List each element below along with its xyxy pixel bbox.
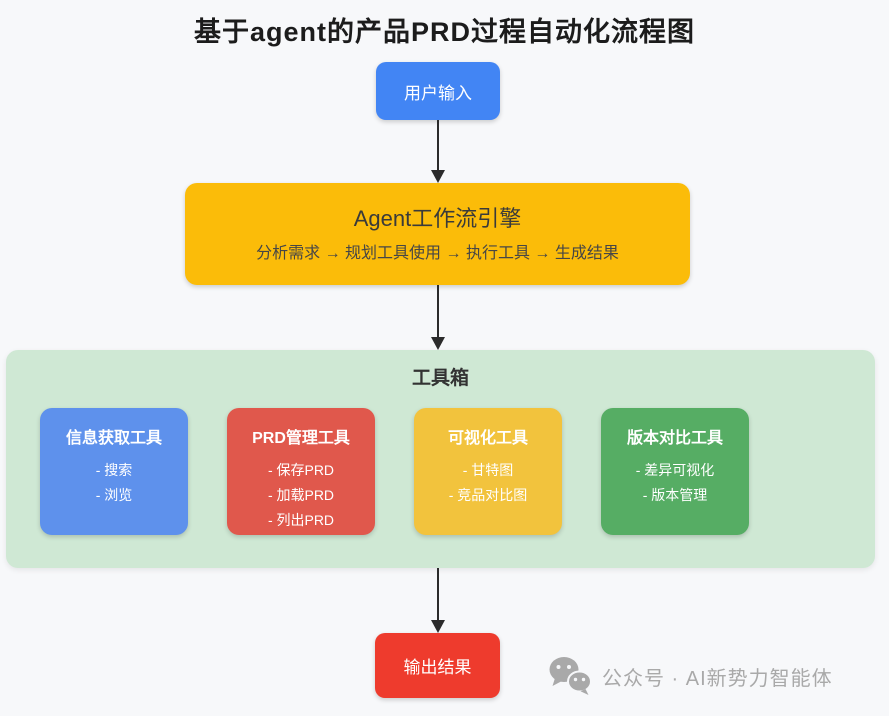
tool-items: - 甘特图 - 竞品对比图 (414, 458, 562, 508)
node-output-result-label: 输出结果 (403, 658, 472, 677)
arrow-line (437, 568, 439, 621)
toolbox-tools-row: 信息获取工具 - 搜索 - 浏览 PRD管理工具 - 保存PRD - 加载PRD… (40, 408, 749, 535)
tool-item: - 浏览 (95, 487, 133, 503)
tool-items: - 差异可视化 - 版本管理 (601, 458, 749, 508)
arrow-input-to-engine (431, 120, 445, 183)
wechat-icon (549, 657, 592, 695)
node-output-result: 输出结果 (375, 633, 500, 698)
page-title: 基于agent的产品PRD过程自动化流程图 (193, 17, 695, 47)
tool-item: - 加载PRD (267, 487, 335, 503)
arrow-head-icon (431, 170, 445, 183)
node-agent-engine: Agent工作流引擎 分析需求 → 规划工具使用 → 执行工具 → 生成结果 (185, 183, 690, 285)
tool-info-retrieval: 信息获取工具 - 搜索 - 浏览 (40, 408, 188, 535)
node-user-input-label: 用户输入 (404, 83, 472, 103)
tool-title: 可视化工具 (447, 430, 528, 447)
engine-subtitle: 分析需求 → 规划工具使用 → 执行工具 → 生成结果 (256, 245, 619, 262)
engine-title: Agent工作流引擎 (353, 206, 522, 231)
arrow-line (437, 120, 439, 171)
node-user-input: 用户输入 (376, 62, 500, 120)
tool-title: 版本对比工具 (626, 430, 723, 447)
arrow-head-icon (431, 620, 445, 633)
tool-item: - 搜索 (95, 462, 133, 478)
tool-item: - 保存PRD (267, 462, 335, 478)
tool-item: - 版本管理 (642, 487, 708, 503)
tool-item: - 列出PRD (267, 512, 335, 528)
tool-items: - 保存PRD - 加载PRD - 列出PRD (227, 458, 375, 533)
tool-item: - 差异可视化 (635, 462, 715, 478)
tool-visualization: 可视化工具 - 甘特图 - 竞品对比图 (414, 408, 562, 535)
tool-title: PRD管理工具 (252, 430, 350, 447)
arrow-toolbox-to-output (431, 568, 445, 633)
arrow-engine-to-toolbox (431, 285, 445, 350)
toolbox-title: 工具箱 (411, 368, 469, 389)
watermark: 公众号 · AI新势力智能体 (548, 656, 833, 696)
watermark-text: 公众号 · AI新势力智能体 (602, 667, 833, 690)
tool-item: - 竞品对比图 (448, 487, 528, 503)
arrow-line (437, 285, 439, 338)
tool-items: - 搜索 - 浏览 (40, 458, 188, 508)
arrow-head-icon (431, 337, 445, 350)
tool-prd-management: PRD管理工具 - 保存PRD - 加载PRD - 列出PRD (227, 408, 375, 535)
tool-version-compare: 版本对比工具 - 差异可视化 - 版本管理 (601, 408, 749, 535)
tool-item: - 甘特图 (462, 462, 514, 478)
toolbox-container: 工具箱 信息获取工具 - 搜索 - 浏览 PRD管理工具 - 保存PRD - 加… (6, 350, 875, 568)
tool-title: 信息获取工具 (65, 430, 162, 447)
